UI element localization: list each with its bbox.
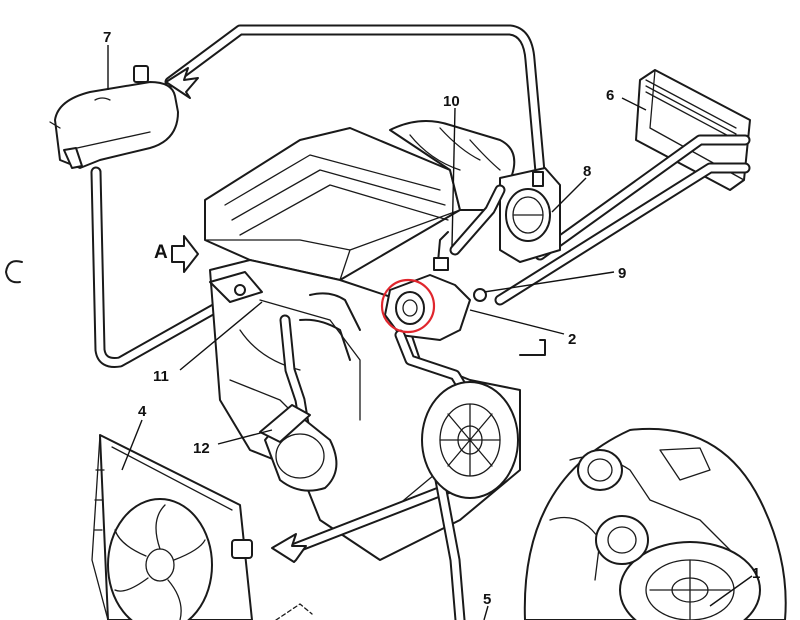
cooling-fan (107, 498, 213, 620)
view-a-marker: A (154, 235, 199, 273)
view-a-label: A (154, 242, 168, 263)
callout-2: 2 (568, 331, 576, 348)
heater-core (635, 69, 751, 191)
callout-10: 10 (443, 93, 460, 110)
partial-icon (5, 260, 23, 284)
view-a-arrow-icon (171, 235, 199, 273)
detail-inset (523, 427, 787, 620)
callout-8: 8 (583, 163, 591, 180)
highlight-circle (380, 278, 436, 334)
callout-5: 5 (483, 591, 491, 608)
callout-labels: 7 6 10 8 9 2 11 12 4 5 1 (103, 29, 760, 608)
flow-arrow-to-radiator (271, 533, 307, 563)
heater-pipes (494, 134, 751, 356)
callout-6: 6 (606, 87, 614, 104)
callout-7: 7 (103, 29, 111, 46)
thermostat-housing (384, 231, 487, 341)
clutch-pulley (421, 381, 519, 499)
callout-1: 1 (752, 565, 760, 582)
throttle-body (499, 167, 561, 263)
leader-lines (107, 45, 753, 620)
callout-4: 4 (138, 403, 147, 420)
callout-9: 9 (618, 265, 626, 282)
callout-11: 11 (153, 368, 169, 385)
flow-arrow-to-tank (165, 67, 199, 99)
partial-arrow-bottom (275, 603, 313, 620)
callout-12: 12 (193, 440, 210, 457)
expansion-tank-hoses (90, 24, 546, 368)
expansion-tank (49, 65, 179, 169)
oil-filter (259, 404, 338, 492)
